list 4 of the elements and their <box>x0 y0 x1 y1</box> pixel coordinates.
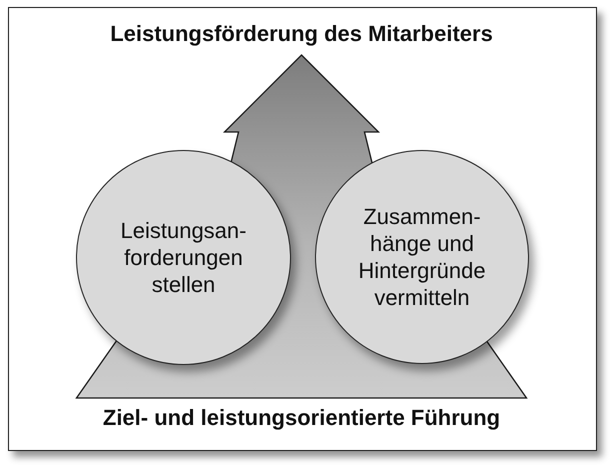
base-label: Ziel- und leistungsorientierte Führung <box>102 405 500 431</box>
title-text: Leistungsförderung des Mitarbeiters <box>110 21 493 47</box>
circle-text: Zusammen-hänge und Hintergründe vermitteln <box>357 203 487 311</box>
circle-text: Leistungsan-forderungen stellen <box>120 216 248 298</box>
